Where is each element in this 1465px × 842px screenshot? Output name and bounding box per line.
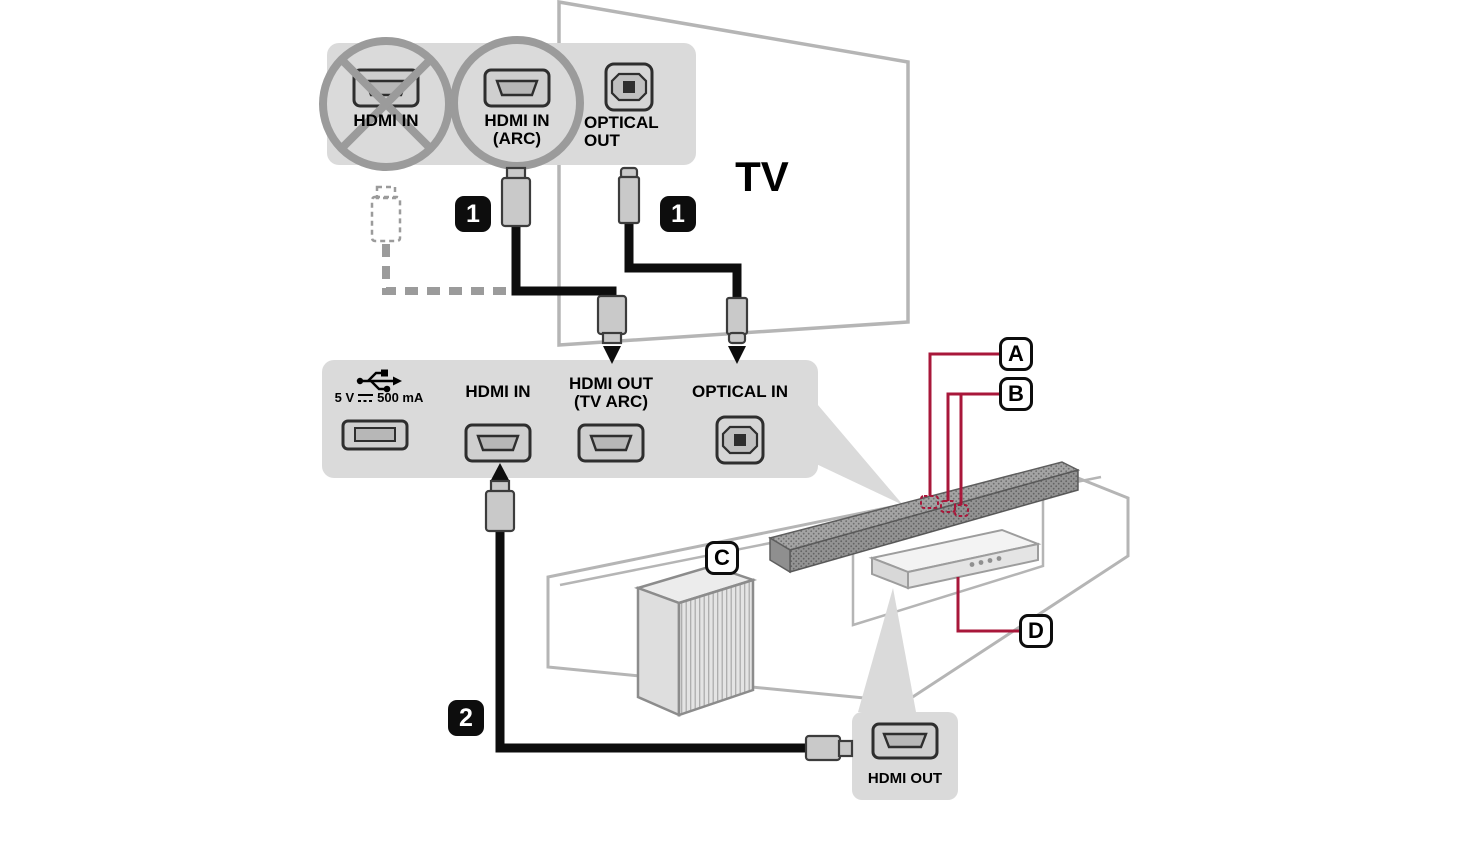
up-arrow-icon-hdmi-in [491,463,509,480]
callout-a: A [999,337,1033,371]
hdmi-port-icon-tv-in [352,68,420,108]
soundbar-illustration [768,461,1081,574]
hdmi-plug-arc-bottom [596,294,628,345]
soundbar-hdmi-in-label: HDMI IN [465,382,531,401]
optical-plug-top [617,166,641,225]
highlight-circle-icon [450,36,584,170]
usb-port-icon [341,419,409,451]
usb-symbol-icon [356,369,402,393]
hdmi-port-icon-soundbar-out [577,423,645,463]
player-illustration [868,528,1042,590]
callout-lines [928,352,1019,633]
callout-line-d [956,577,1019,633]
optical-cable [624,222,742,302]
callout-d: D [1019,614,1053,648]
optical-plug-bottom [725,296,749,345]
hdmi-port-icon-tv-arc [483,68,551,108]
prohibition-icon [319,37,453,171]
tv-stand-illustration [546,470,1130,704]
tv-optical-out-label: OPTICAL OUT [584,113,659,150]
soundbar-ports-panel [322,360,818,478]
usb-rating-label: 5 V 500 mA [334,390,424,405]
down-arrow-icon-hdmi [603,346,621,364]
tv-outline [557,0,910,347]
tv-label: TV [735,153,789,200]
hdmi-plug-2-top [484,479,516,533]
panel-pointer-wedge [812,398,903,505]
optical-port-icon-tv-out [604,62,654,112]
hdmi-port-icon-player-out [871,722,939,760]
step-2-badge: 2 [448,700,484,736]
player-buttons [969,556,1002,567]
callout-line-b1 [946,392,999,501]
callout-c: C [705,541,739,575]
down-arrow-icon-optical [728,346,746,364]
hdmi-port-icon-soundbar-in [464,423,532,463]
soundbar-optical-in-label: OPTICAL IN [691,382,789,401]
hdmi-plug-2-right [804,734,854,762]
dashed-hdmi-cable [370,185,512,295]
tv-hdmi-in-label: HDMI IN [353,111,419,130]
soundbar-buttons-outline [920,495,969,517]
subwoofer-illustration [634,564,758,717]
optical-port-icon-soundbar-in [715,415,765,465]
player-hdmi-out-label: HDMI OUT [867,770,943,787]
dc-symbol-icon [358,393,374,403]
step-1-badge-optical: 1 [660,196,696,232]
callout-b: B [999,377,1033,411]
hdmi-cable-2 [495,522,810,753]
tv-hdmi-arc-label: HDMI IN (ARC) [484,111,550,148]
hdmi-plug-arc-top [500,166,532,228]
step-1-badge-hdmi: 1 [455,196,491,232]
hdmi-cable-arc [511,224,617,300]
soundbar-hdmi-out-label: HDMI OUT (TV ARC) [568,374,654,411]
player-pointer-wedge [858,588,916,712]
callout-line-a [928,352,999,496]
